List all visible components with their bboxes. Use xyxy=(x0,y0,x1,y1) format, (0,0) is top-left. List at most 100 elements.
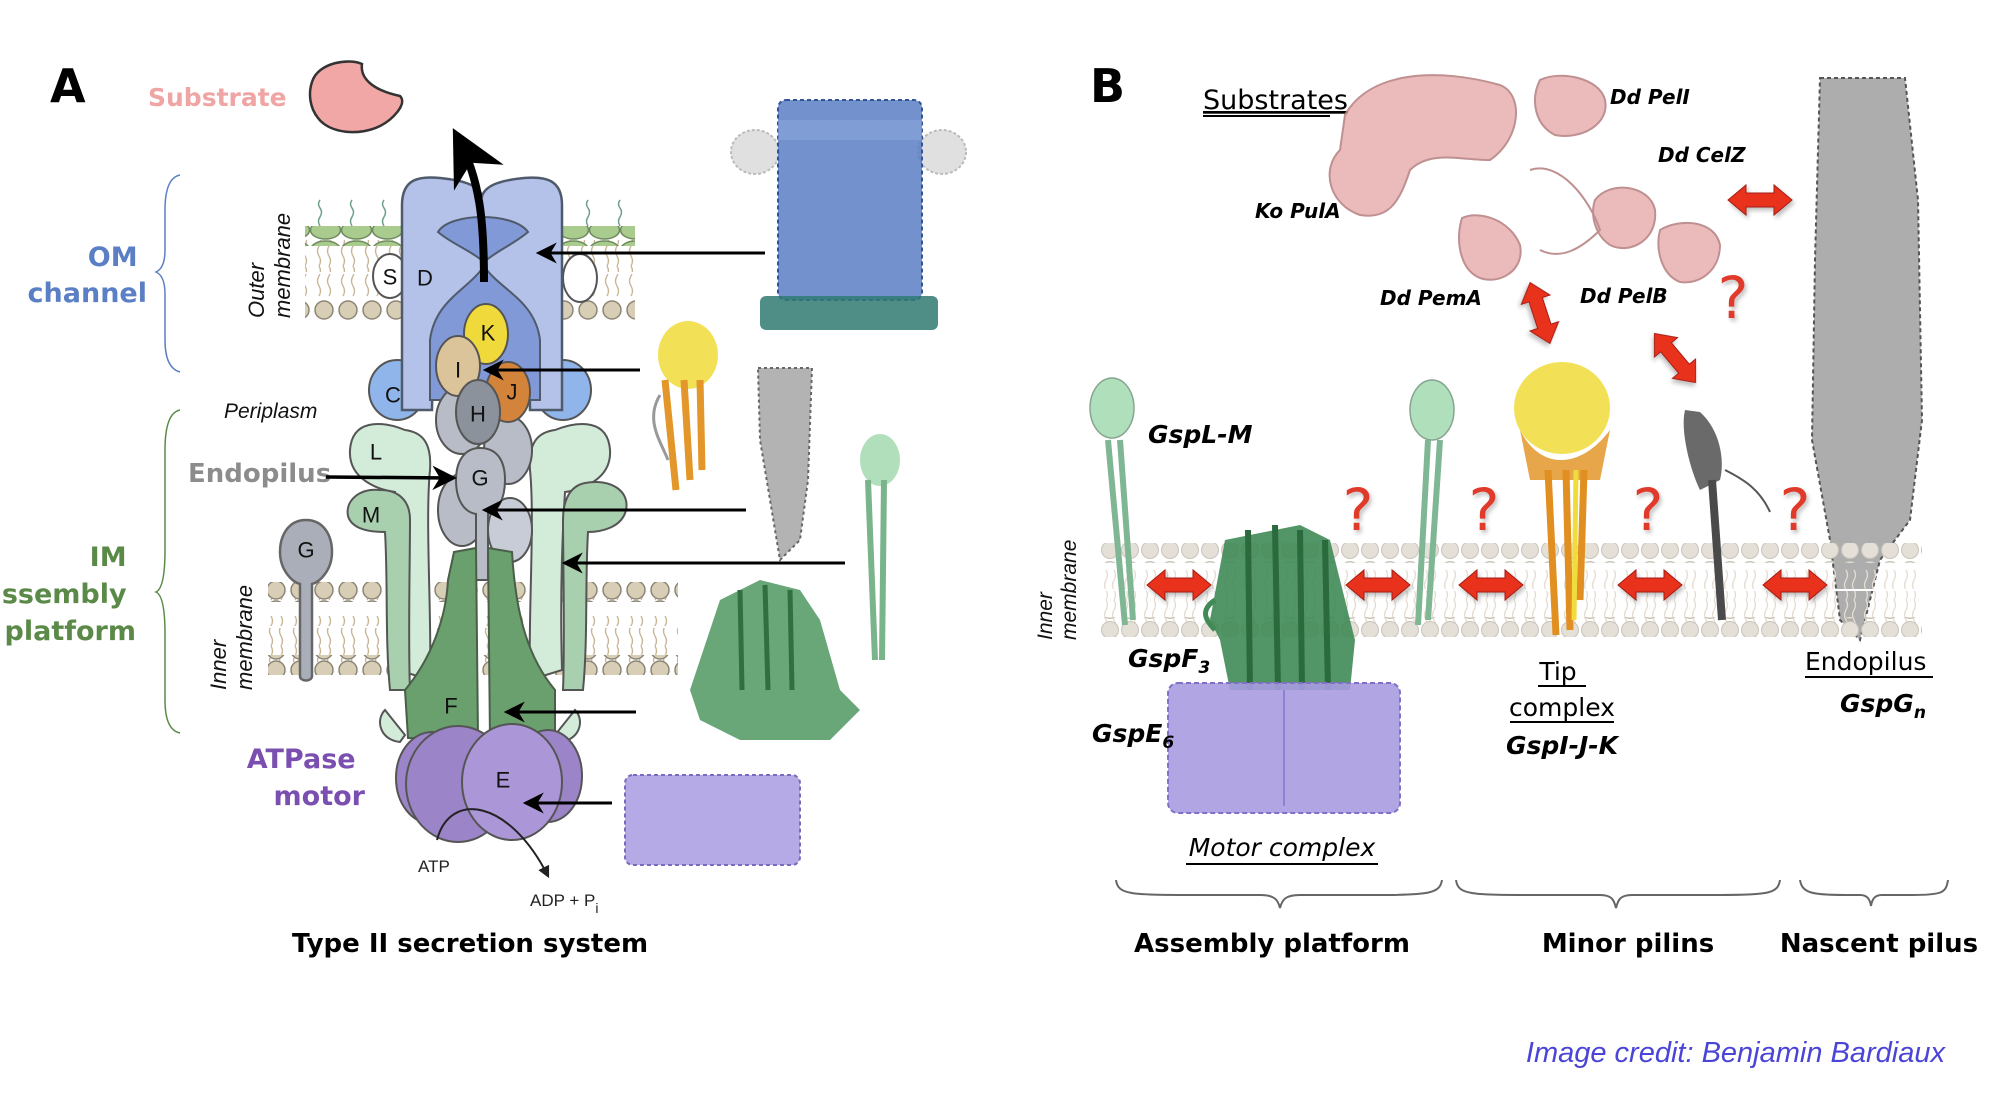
atpase-label: ATPase motor xyxy=(247,744,366,812)
arrow-gsplm-gspf xyxy=(1146,568,1212,602)
arrow-gspf-gsplm xyxy=(1345,568,1411,602)
question-marks: ????? xyxy=(1343,264,1811,544)
label-e: E xyxy=(496,768,511,793)
image-credit: Image credit: Benjamin Bardiaux xyxy=(1526,1037,1947,1069)
question-mark-gsph-pilus: ? xyxy=(1780,476,1811,544)
substrate-dd-pelb xyxy=(1657,221,1722,284)
gspg-label: GspGn xyxy=(1840,689,1926,723)
gspl-m-label: GspL-M xyxy=(1148,420,1253,449)
panel-a-letter: A xyxy=(50,59,86,113)
group-label-minor-pilins: Minor pilins xyxy=(1542,929,1714,959)
brace-assembly-platform xyxy=(1115,879,1443,909)
substrate-shape xyxy=(308,60,404,134)
label-d: D xyxy=(417,266,433,291)
tip-complex-label: Tip complex xyxy=(1509,657,1615,722)
label-m: M xyxy=(362,503,380,528)
subunit-f-base-left xyxy=(379,708,407,744)
motor-complex-label: Motor complex xyxy=(1189,833,1376,862)
panel-a: A Substrate OM channel IM assembly platf… xyxy=(0,59,967,959)
substrate-label: Substrate xyxy=(148,83,287,112)
label-g: G xyxy=(471,466,488,491)
arrow-tip-gsph xyxy=(1617,568,1683,602)
subunit-h xyxy=(455,379,501,445)
gspf3-label: GspF3 xyxy=(1128,644,1210,678)
tip-complex-structure-b xyxy=(1514,362,1610,636)
gspf-structure xyxy=(690,580,860,740)
arrow-substrates-pilus xyxy=(1727,183,1793,217)
gspl-m-structure xyxy=(860,434,900,661)
label-l: L xyxy=(370,440,382,465)
label-s: S xyxy=(383,265,398,290)
interaction-arrows xyxy=(1146,183,1828,602)
gspe6-label: GspE6 xyxy=(1092,719,1174,753)
substrate-dd-peli xyxy=(1534,74,1607,137)
substrate-name-dd-peli: Dd PelI xyxy=(1610,85,1690,109)
label-j: J xyxy=(507,380,518,405)
group-label-nascent-pilus: Nascent pilus xyxy=(1780,929,1978,959)
arrow-gsplm-tip xyxy=(1458,568,1524,602)
label-k: K xyxy=(481,321,496,346)
substrate-dd-pema xyxy=(1458,214,1522,281)
panel-b-letter: B xyxy=(1090,59,1125,113)
substrate-structures xyxy=(1328,74,1722,284)
gspl-m-structure-left xyxy=(1089,377,1136,626)
tip-complex-structure xyxy=(652,321,718,491)
subunit-f-left xyxy=(403,546,480,742)
secretion-arrow xyxy=(452,128,504,283)
adp-label: ADP + Pi xyxy=(530,891,599,916)
label-i: I xyxy=(455,358,461,383)
panel-a-caption: Type II secretion system xyxy=(292,929,648,959)
label-g-free: G xyxy=(297,538,314,563)
om-channel-structure xyxy=(730,99,967,330)
subunit-m xyxy=(346,488,412,691)
atp-label: ATP xyxy=(418,857,450,876)
gspe-structure xyxy=(624,774,801,866)
periplasm-label: Periplasm xyxy=(224,400,317,423)
atp-hydrolysis-arrow xyxy=(436,808,550,879)
inner-membrane-label-a: Inner membrane xyxy=(206,585,257,690)
gspe6-structure xyxy=(1167,682,1401,814)
subunit-f-right xyxy=(486,546,556,742)
inner-membrane-label-b: Inner membrane xyxy=(1034,540,1081,640)
endopilus-arrow xyxy=(325,465,457,491)
substrate-name-dd-celz: Dd CelZ xyxy=(1658,143,1746,167)
subunit-e xyxy=(461,723,563,841)
arrow-pelb-gsph xyxy=(1653,332,1697,384)
substrates-heading: Substrates xyxy=(1203,85,1348,116)
substrate-ko-pula xyxy=(1328,74,1517,217)
subunit-s-right xyxy=(562,253,598,303)
substrate-name-ko-pula: Ko PulA xyxy=(1255,199,1341,223)
brace-nascent-pilus xyxy=(1799,879,1949,907)
om-channel-brace xyxy=(154,174,181,373)
subunit-g-free xyxy=(278,518,334,682)
panel-b: B Substrates Ko PulA Dd PelI Dd CelZ Dd … xyxy=(1034,59,1978,959)
question-mark-gspf-gsplm: ? xyxy=(1343,476,1374,544)
endopilus-label-a: Endopilus xyxy=(188,459,331,489)
gspijk-label: GspI-J-K xyxy=(1506,731,1620,760)
group-label-assembly-platform: Assembly platform xyxy=(1134,929,1410,959)
gspl-m-structure-right xyxy=(1409,379,1455,626)
subunit-l-right xyxy=(528,423,612,682)
im-platform-brace xyxy=(154,409,181,734)
gsph-structure xyxy=(1683,410,1771,621)
brace-minor-pilins xyxy=(1455,879,1781,909)
substrate-dd-celz xyxy=(1592,186,1657,250)
gspf3-structure xyxy=(1203,524,1355,691)
label-f: F xyxy=(444,694,457,719)
question-mark-gsplm-tip: ? xyxy=(1469,476,1500,544)
outer-membrane-label: Outer membrane xyxy=(244,213,295,318)
endopilus-label-b: Endopilus xyxy=(1805,647,1926,676)
label-c: C xyxy=(385,383,401,408)
label-h: H xyxy=(470,402,486,427)
arrow-gsph-pilus xyxy=(1762,568,1828,602)
substrate-name-dd-pema: Dd PemA xyxy=(1380,286,1482,310)
om-channel-label: OM channel xyxy=(28,242,147,309)
arrow-pema-tip xyxy=(1520,281,1560,345)
substrate-name-dd-pelb: Dd PelB xyxy=(1580,284,1668,308)
question-mark-tip-gsph: ? xyxy=(1633,476,1664,544)
im-platform-label: IM assembly platform xyxy=(0,542,136,647)
endopilus-structure xyxy=(756,367,814,563)
subunit-g xyxy=(454,446,507,581)
question-mark-substrate-pilus: ? xyxy=(1718,264,1749,332)
